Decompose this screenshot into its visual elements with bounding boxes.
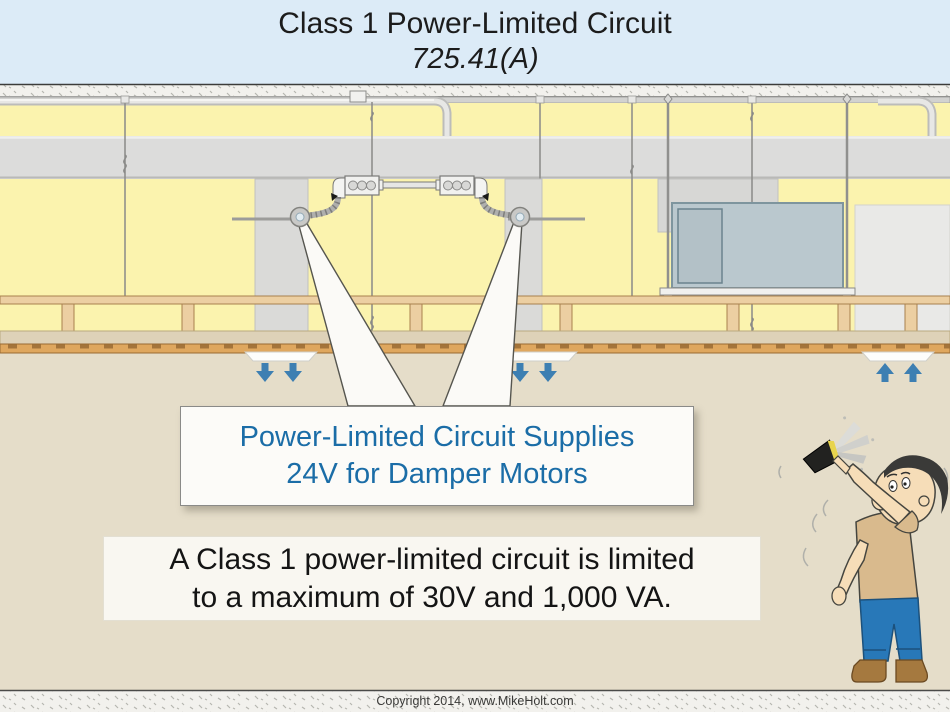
return-duct (854, 204, 950, 347)
slab-junction-box (349, 90, 367, 103)
hanger-rods (120, 93, 852, 289)
airflow-down-arrow (539, 363, 557, 382)
airflow-down-arrow (511, 363, 529, 382)
worker-ear (918, 495, 930, 507)
note-line-2: to a maximum of 30V and 1,000 VA. (192, 580, 672, 614)
conduit-elbow-right (474, 177, 488, 199)
damper-duct-left (254, 178, 309, 345)
worker-boot-right (895, 659, 929, 683)
air-handler-tray (659, 287, 856, 296)
airflow-down-arrow (284, 363, 302, 382)
conduit-nipple (378, 181, 441, 189)
floor-slab (0, 690, 950, 712)
wood-rail (0, 295, 950, 305)
worker-boot-left (851, 659, 887, 683)
return-grille (860, 351, 936, 362)
slide-title: Class 1 Power-Limited Circuit (278, 7, 672, 40)
title-banner-background (0, 0, 950, 84)
copyright-text: Copyright 2014, www.MikeHolt.com (376, 694, 574, 708)
note-line-1: A Class 1 power-limited circuit is limit… (169, 542, 695, 576)
worker-eyebrows (886, 471, 911, 478)
worker-left-hand (831, 586, 847, 606)
callout-box: Power-Limited Circuit Supplies 24V for D… (180, 406, 694, 506)
airflow-up-arrow (876, 363, 894, 382)
note-box: A Class 1 power-limited circuit is limit… (103, 536, 761, 621)
airflow-down-arrow (256, 363, 274, 382)
code-reference: 725.41(A) (411, 43, 539, 75)
conduit-elbow-left (332, 177, 346, 199)
damper-motors (289, 206, 531, 228)
title-block: Class 1 Power-Limited Circuit 725.41(A) (0, 6, 950, 76)
worker-cartoon (778, 416, 949, 683)
supply-diffuser-center (503, 351, 579, 362)
worker-hair (884, 455, 949, 514)
diffusers (243, 351, 936, 362)
airflow-up-arrow (904, 363, 922, 382)
worker-pointing-finger (832, 455, 851, 475)
main-supply-duct (0, 136, 950, 179)
worker-sleeve (893, 510, 919, 534)
callout-line-2: 24V for Damper Motors (286, 458, 588, 490)
callout-line-1: Power-Limited Circuit Supplies (239, 421, 635, 453)
air-handler-unit (659, 202, 856, 303)
worker-raised-arm (845, 463, 912, 526)
ceiling-slab (0, 84, 950, 97)
conduit-runs (0, 90, 937, 152)
flashlight-icon (802, 416, 875, 474)
air-handler-access-panel (677, 208, 723, 284)
airflow-arrows (256, 363, 922, 382)
supply-diffuser-left (243, 351, 319, 362)
